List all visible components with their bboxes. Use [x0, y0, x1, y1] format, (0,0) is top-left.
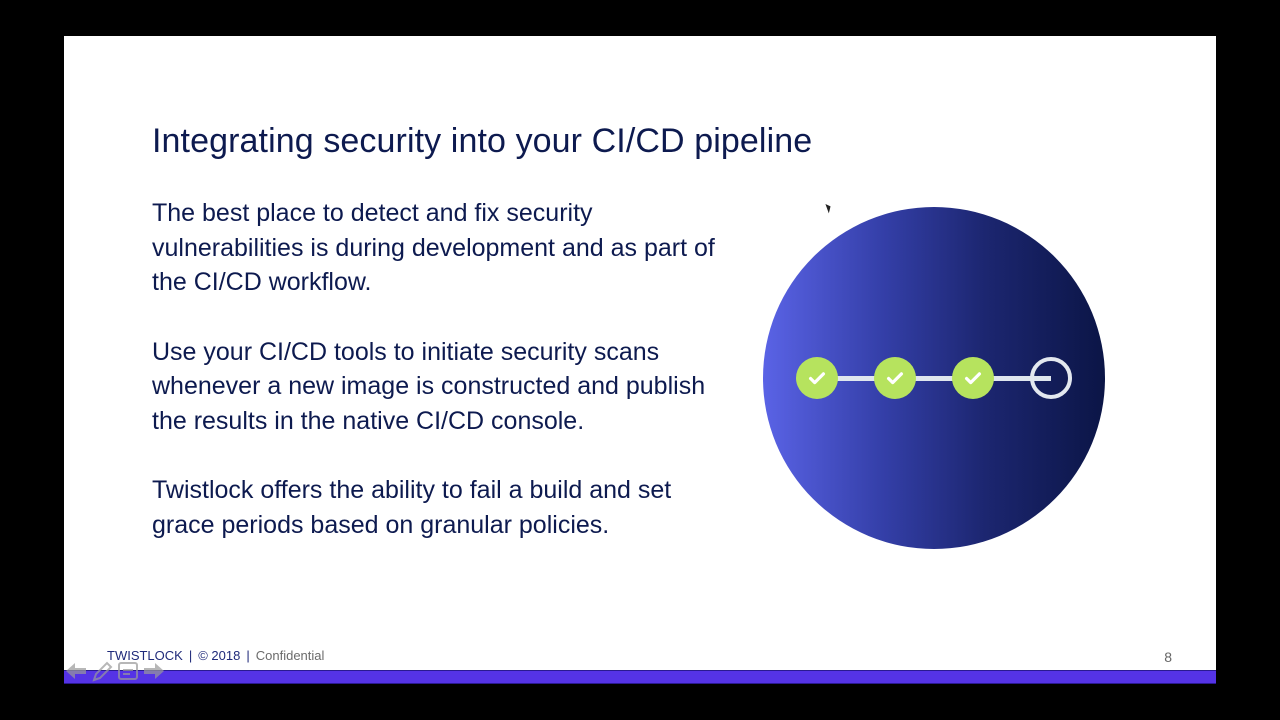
footer-separator: | [246, 648, 250, 663]
previous-arrow-icon[interactable] [64, 660, 88, 682]
next-arrow-icon[interactable] [142, 660, 166, 682]
page-number: 8 [1164, 649, 1172, 665]
slide-title: Integrating security into your CI/CD pip… [152, 122, 813, 160]
pipeline-step-complete-check-icon [952, 357, 994, 399]
pipeline-step-pending-circle-icon [1030, 357, 1072, 399]
presentation-slide: Integrating security into your CI/CD pip… [64, 36, 1216, 684]
paragraph-3: Twistlock offers the ability to fail a b… [152, 476, 672, 539]
slide-menu-icon[interactable] [116, 660, 140, 682]
pipeline-step-complete-check-icon [874, 357, 916, 399]
pipeline-connector-line [817, 376, 1051, 381]
accent-bar [64, 670, 1216, 684]
slide-footer: TWISTLOCK | © 2018 | Confidential [107, 648, 324, 663]
slideshow-controls [64, 660, 166, 682]
footer-separator: | [188, 648, 193, 663]
footer-confidential: Confidential [255, 648, 325, 663]
slide-body: The best place to detect and fix securit… [152, 196, 732, 577]
paragraph-1: The best place to detect and fix securit… [152, 199, 715, 296]
footer-copyright: © 2018 [198, 648, 241, 663]
paragraph-2: Use your CI/CD tools to initiate securit… [152, 337, 706, 435]
pen-icon[interactable] [90, 660, 114, 682]
pipeline-step-complete-check-icon [796, 357, 838, 399]
footer-brand: TWISTLOCK [107, 648, 183, 663]
